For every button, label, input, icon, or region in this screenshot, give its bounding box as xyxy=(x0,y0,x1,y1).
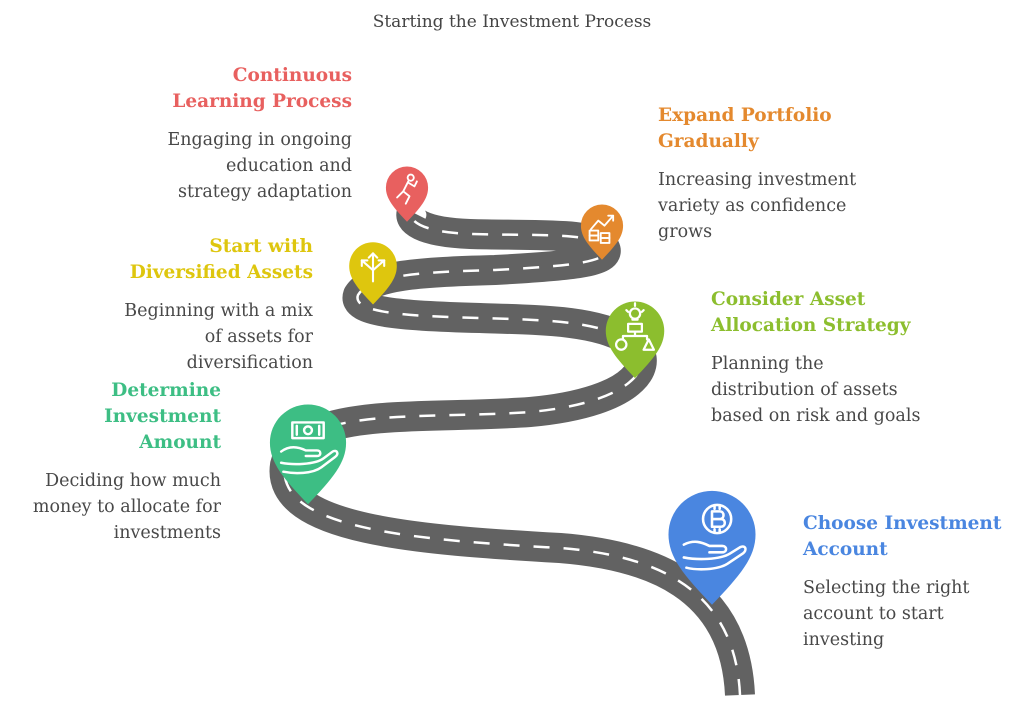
pin-diversified-assets xyxy=(349,242,397,305)
step-description: Beginning with a mix of assets for diver… xyxy=(124,301,313,373)
climbing-person-icon xyxy=(396,173,418,205)
road-surface xyxy=(269,205,755,697)
step-description: Increasing investment variety as confide… xyxy=(658,170,857,242)
growth-chart-icon xyxy=(588,214,615,244)
pin-choose-account xyxy=(668,490,756,605)
step-determine-investment-amount: Determine Investment Amount Deciding how… xyxy=(20,378,221,546)
step-description: Engaging in ongoing education and strate… xyxy=(167,130,352,202)
pin-determine-amount xyxy=(269,404,347,505)
step-expand-portfolio-gradually: Expand Portfolio Gradually Increasing in… xyxy=(658,103,898,245)
pin-continuous-learning xyxy=(385,166,429,222)
pin-expand-portfolio xyxy=(580,204,624,260)
step-heading: Determine Investment Amount xyxy=(104,380,221,453)
cash-hand-icon xyxy=(279,421,339,475)
step-start-with-diversified-assets: Start with Diversified Assets Beginning … xyxy=(60,234,313,376)
step-description: Deciding how much money to allocate for … xyxy=(32,471,221,543)
step-description: Selecting the right account to start inv… xyxy=(803,578,970,650)
pin-asset-allocation xyxy=(605,301,665,379)
step-heading: Continuous Learning Process xyxy=(172,65,352,112)
step-heading: Consider Asset Allocation Strategy xyxy=(711,289,911,336)
diagram-title: Starting the Investment Process xyxy=(372,12,652,32)
step-heading: Start with Diversified Assets xyxy=(129,236,313,283)
step-choose-investment-account: Choose Investment Account Selecting the … xyxy=(803,511,1018,653)
step-heading: Choose Investment Account xyxy=(803,513,1002,560)
winding-road xyxy=(269,205,755,697)
step-continuous-learning-process: Continuous Learning Process Engaging in … xyxy=(120,63,352,205)
step-consider-asset-allocation: Consider Asset Allocation Strategy Plann… xyxy=(711,287,951,429)
bitcoin-hand-icon xyxy=(682,503,747,571)
lightbulb-shapes-icon xyxy=(614,302,656,351)
step-heading: Expand Portfolio Gradually xyxy=(658,105,832,152)
diverging-arrows-icon xyxy=(360,252,386,283)
step-description: Planning the distribution of assets base… xyxy=(711,354,921,426)
